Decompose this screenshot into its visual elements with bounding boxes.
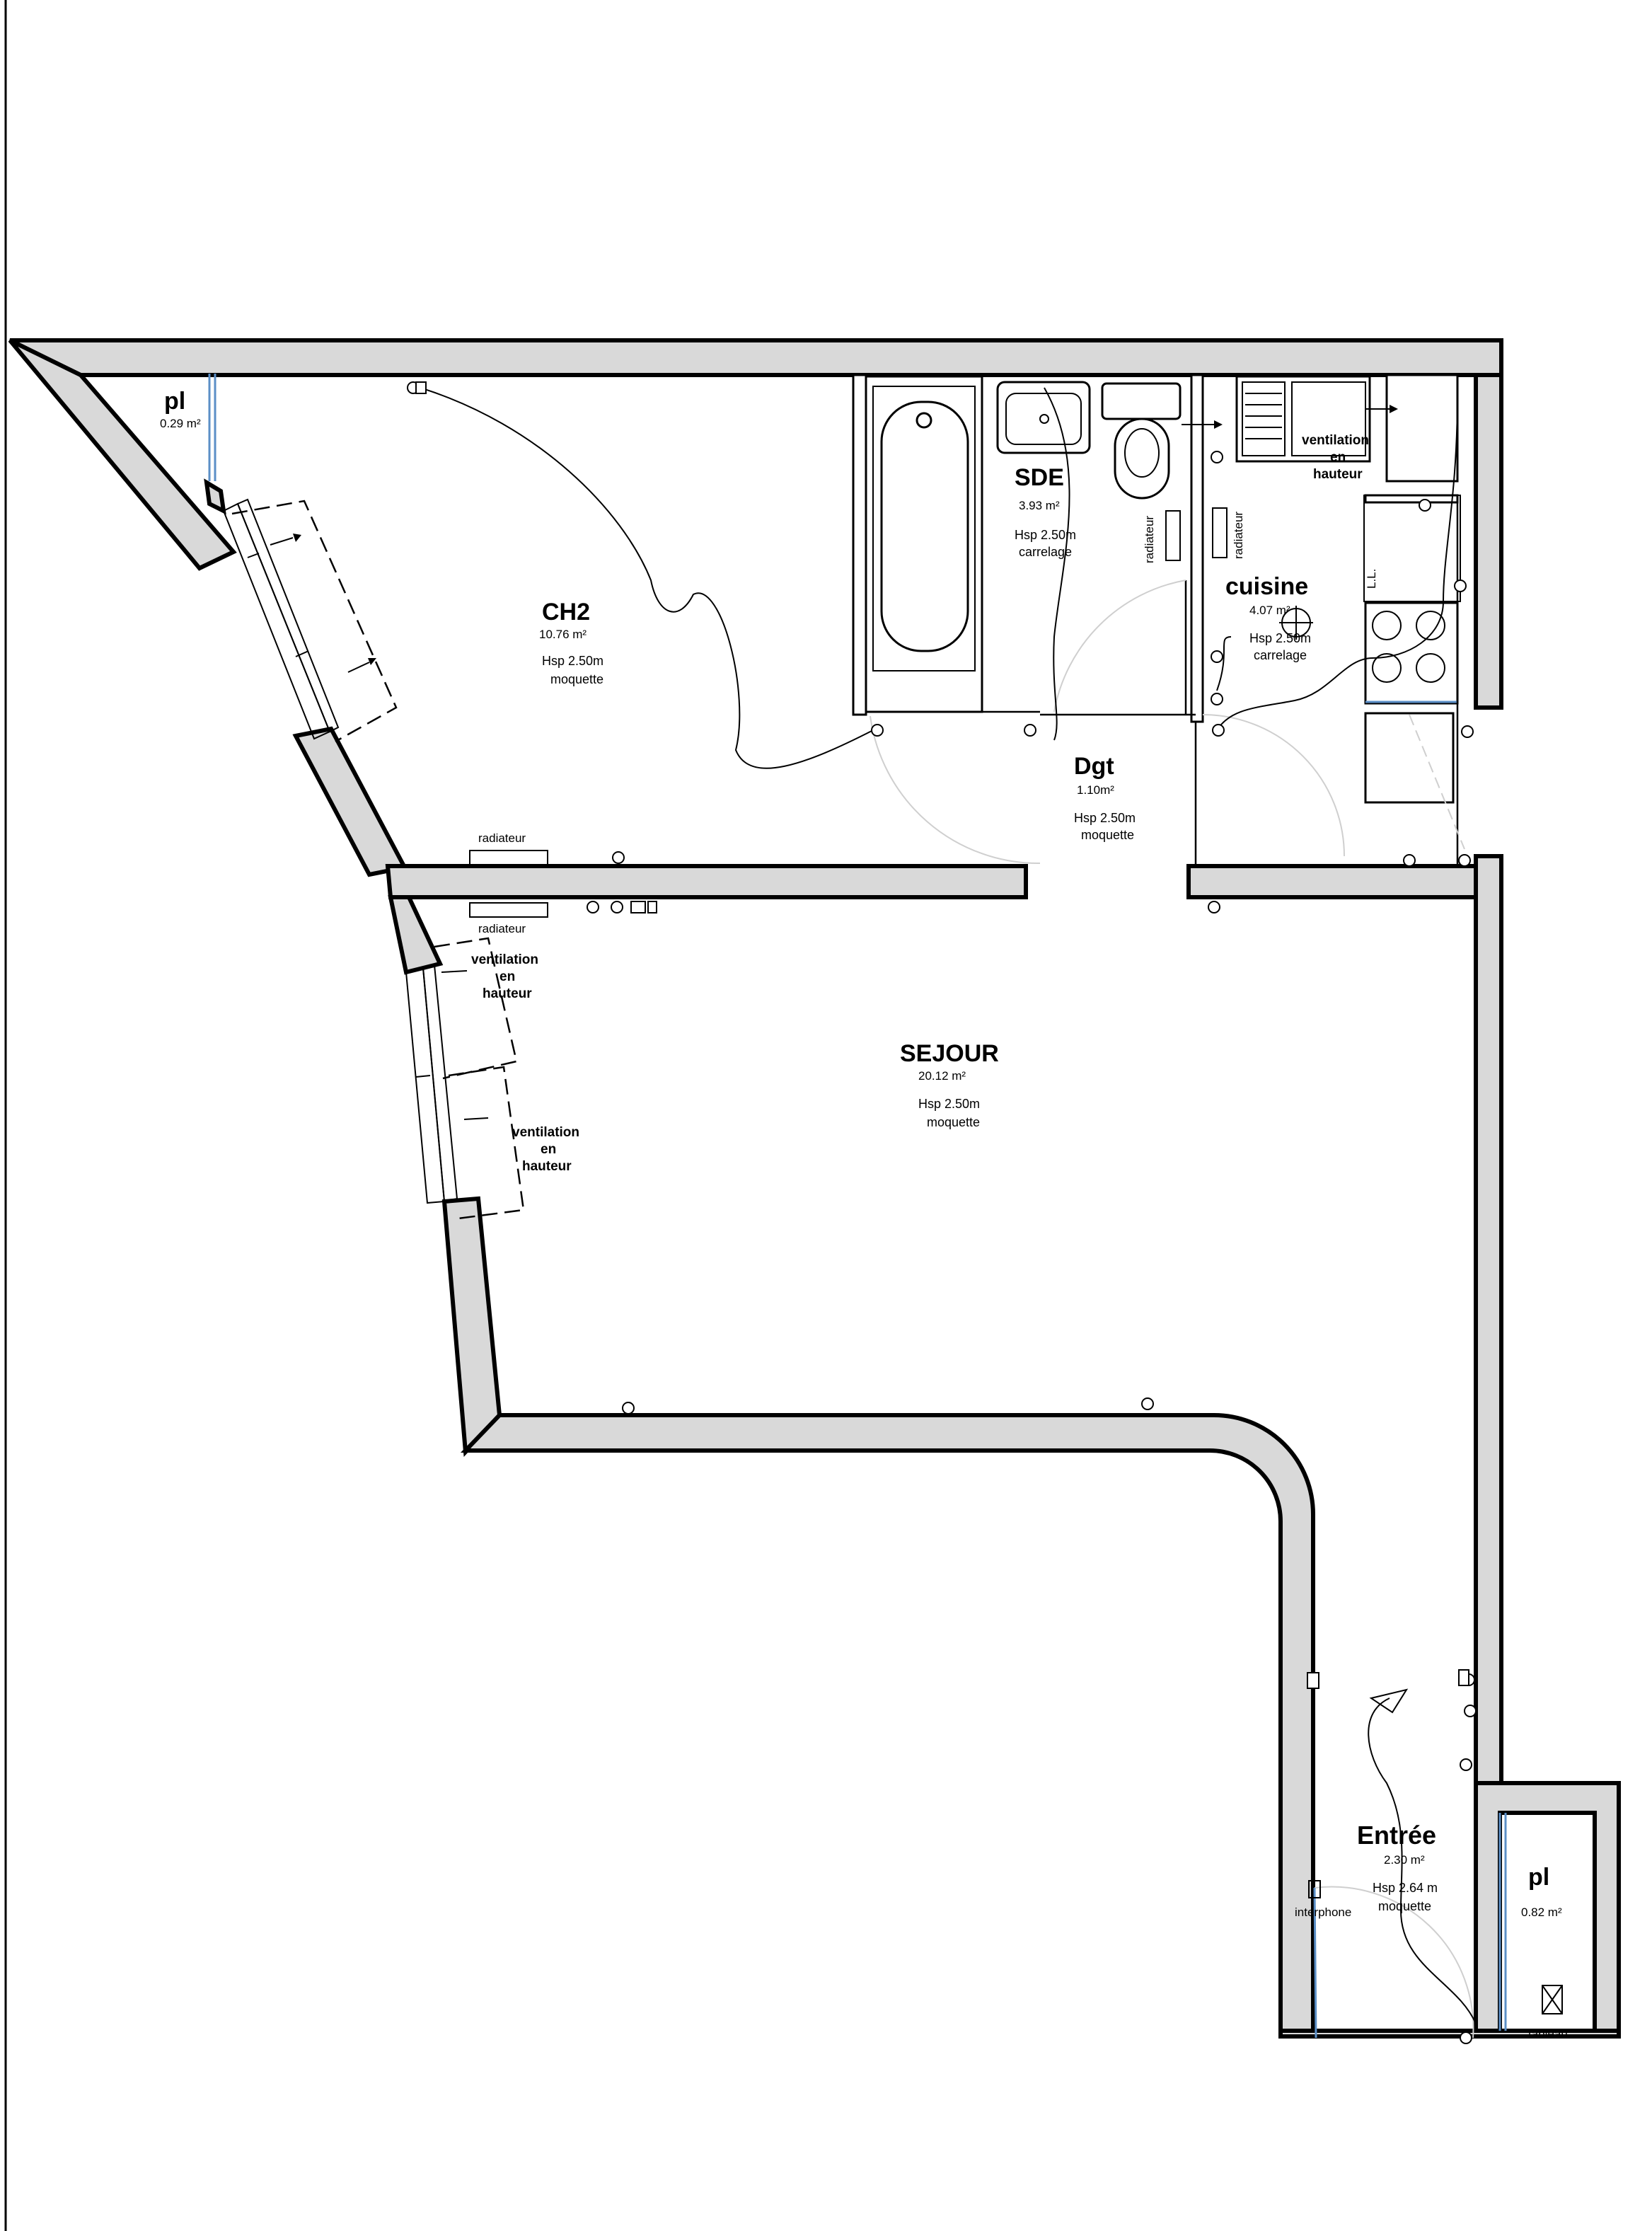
interphone-icon <box>1308 1880 1321 1898</box>
room-area-pl-top: 0.29 m² <box>160 417 201 430</box>
room-name-dgt: Dgt <box>1074 753 1114 780</box>
vent-arrows <box>270 405 1398 1120</box>
toilet <box>1101 382 1182 500</box>
room-area-cuisine: 4.07 m² <box>1249 604 1290 617</box>
cooktop <box>1364 601 1459 705</box>
room-area-entree: 2.30 m² <box>1384 1853 1425 1867</box>
door-swings <box>870 580 1474 2039</box>
label-vent-sejour1-1: ventilation <box>471 952 538 967</box>
glazing <box>208 374 1507 2031</box>
radiateur-cuisine <box>1212 507 1228 558</box>
room-area-dgt: 1.10m² <box>1077 783 1114 797</box>
label-vent-cuisine-3: hauteur <box>1313 467 1363 482</box>
room-name-pl-top: pl <box>164 388 185 415</box>
windows-left <box>222 498 458 1204</box>
light-point-cuisine <box>1279 606 1313 640</box>
room-floor-sejour: moquette <box>927 1115 980 1129</box>
label-vent-sejour1-2: en <box>499 969 515 984</box>
label-radiateur-sde: radiateur <box>1143 516 1156 563</box>
tableau-icon <box>1542 1985 1563 2014</box>
room-hsp-ch2: Hsp 2.50m <box>542 654 603 668</box>
light-point-entree <box>1369 1688 1409 1714</box>
label-interphone: interphone <box>1295 1906 1351 1919</box>
room-floor-entree: moquette <box>1378 1899 1431 1913</box>
room-hsp-sejour: Hsp 2.50m <box>918 1097 980 1111</box>
fixture-labels: radiateur radiateur radiateur radiateur … <box>471 433 1568 2041</box>
ventilation-outlines <box>231 500 525 1220</box>
label-vent-sejour2-1: ventilation <box>512 1125 579 1140</box>
label-ll: L.L. <box>1365 569 1378 589</box>
walls <box>8 338 1621 2039</box>
electrical-wiring <box>420 387 1477 2024</box>
room-labels: pl 0.29 m² CH2 10.76 m² Hsp 2.50m moquet… <box>160 388 1562 1919</box>
label-vent-cuisine-2: en <box>1330 450 1346 465</box>
room-hsp-sde: Hsp 2.50m <box>1015 528 1076 542</box>
room-floor-dgt: moquette <box>1081 828 1134 842</box>
kitchen-sink <box>1235 375 1371 463</box>
label-vent-sejour1-3: hauteur <box>483 986 532 1001</box>
fridge <box>1364 712 1455 804</box>
sockets <box>407 381 1477 2044</box>
washbasin <box>996 381 1091 454</box>
label-radiateur-cuisine: radiateur <box>1232 512 1245 559</box>
room-floor-cuisine: carrelage <box>1254 648 1307 662</box>
radiators <box>469 850 548 918</box>
kitchen-counter <box>1363 495 1461 602</box>
label-vent-cuisine-1: ventilation <box>1302 433 1369 448</box>
label-radiateur-sejour: radiateur <box>478 922 526 935</box>
room-hsp-entree: Hsp 2.64 m <box>1373 1881 1438 1895</box>
label-vent-sejour2-3: hauteur <box>522 1159 572 1174</box>
label-radiateur-ch2: radiateur <box>478 831 526 845</box>
room-hsp-cuisine: Hsp 2.50m <box>1249 631 1311 645</box>
room-area-pl-bottom: 0.82 m² <box>1521 1906 1562 1919</box>
bathtub <box>865 375 983 713</box>
radiateur-sde <box>1165 510 1181 561</box>
room-floor-ch2: moquette <box>550 672 603 686</box>
room-name-entree: Entrée <box>1357 1821 1436 1850</box>
room-hsp-dgt: Hsp 2.50m <box>1074 811 1136 825</box>
room-name-pl-bottom: pl <box>1528 1864 1549 1891</box>
room-area-ch2: 10.76 m² <box>539 628 587 641</box>
label-vent-sejour2-2: en <box>541 1142 556 1157</box>
room-name-ch2: CH2 <box>542 599 590 626</box>
label-tableau: tableau <box>1528 2027 1568 2041</box>
room-area-sde: 3.93 m² <box>1019 499 1060 512</box>
room-name-sde: SDE <box>1015 464 1064 491</box>
room-name-cuisine: cuisine <box>1225 573 1308 600</box>
room-name-sejour: SEJOUR <box>900 1040 999 1067</box>
room-floor-sde: carrelage <box>1019 545 1072 559</box>
room-area-sejour: 20.12 m² <box>918 1069 966 1083</box>
